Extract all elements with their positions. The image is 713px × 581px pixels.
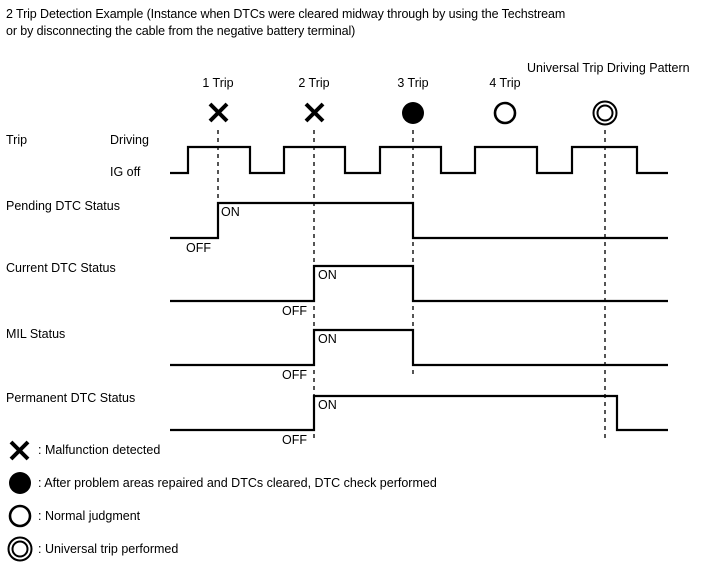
sub-label-driving: Driving — [110, 133, 149, 147]
trip-header-3: 3 Trip — [397, 76, 429, 90]
waveform-permanent-dtc — [170, 394, 668, 432]
trip-marker-1-cross-icon — [208, 102, 229, 123]
row-label-pending-dtc: Pending DTC Status — [6, 199, 120, 213]
trip-marker-4-open-circle-icon — [493, 101, 517, 125]
row-label-mil: MIL Status — [6, 327, 66, 341]
row-label-current-dtc: Current DTC Status — [6, 261, 116, 275]
permanent-off-label: OFF — [282, 433, 307, 447]
legend-filled-circle-icon — [9, 472, 31, 494]
row-label-trip: Trip — [6, 133, 28, 147]
permanent-on-label: ON — [318, 398, 337, 412]
pending-off-label: OFF — [186, 241, 211, 255]
legend-cross-icon — [9, 440, 30, 461]
legend-text-normal: : Normal judgment — [38, 509, 141, 523]
legend-open-circle-icon — [8, 504, 32, 528]
trip-marker-5-double-circle-icon — [592, 100, 618, 126]
waveform-current-dtc — [170, 264, 668, 303]
sub-label-ig-off: IG off — [110, 165, 141, 179]
universal-trip-header: Universal Trip Driving Pattern — [527, 61, 690, 75]
legend-text-malfunction: : Malfunction detected — [38, 443, 161, 457]
mil-on-label: ON — [318, 332, 337, 346]
current-off-label: OFF — [282, 304, 307, 318]
trip-header-1: 1 Trip — [202, 76, 234, 90]
waveform-mil — [170, 328, 668, 367]
row-label-permanent-dtc: Permanent DTC Status — [6, 391, 136, 405]
waveform-trip — [170, 145, 668, 175]
current-on-label: ON — [318, 268, 337, 282]
trip-marker-3-filled-circle-icon — [402, 102, 424, 124]
pending-on-label: ON — [221, 205, 240, 219]
reference-dashed-lines — [217, 130, 606, 440]
legend-text-universal: : Universal trip performed — [38, 542, 179, 556]
trip-header-4: 4 Trip — [489, 76, 521, 90]
waveform-pending-dtc — [170, 201, 668, 240]
page-title-line2: or by disconnecting the cable from the n… — [6, 24, 356, 38]
trip-header-2: 2 Trip — [298, 76, 330, 90]
legend-text-repaired: : After problem areas repaired and DTCs … — [38, 476, 437, 490]
legend-double-circle-icon — [7, 536, 33, 562]
mil-off-label: OFF — [282, 368, 307, 382]
page-title-line1: 2 Trip Detection Example (Instance when … — [6, 7, 566, 21]
trip-marker-2-cross-icon — [304, 102, 325, 123]
page-title: 2 Trip Detection Example (Instance when … — [6, 6, 706, 40]
